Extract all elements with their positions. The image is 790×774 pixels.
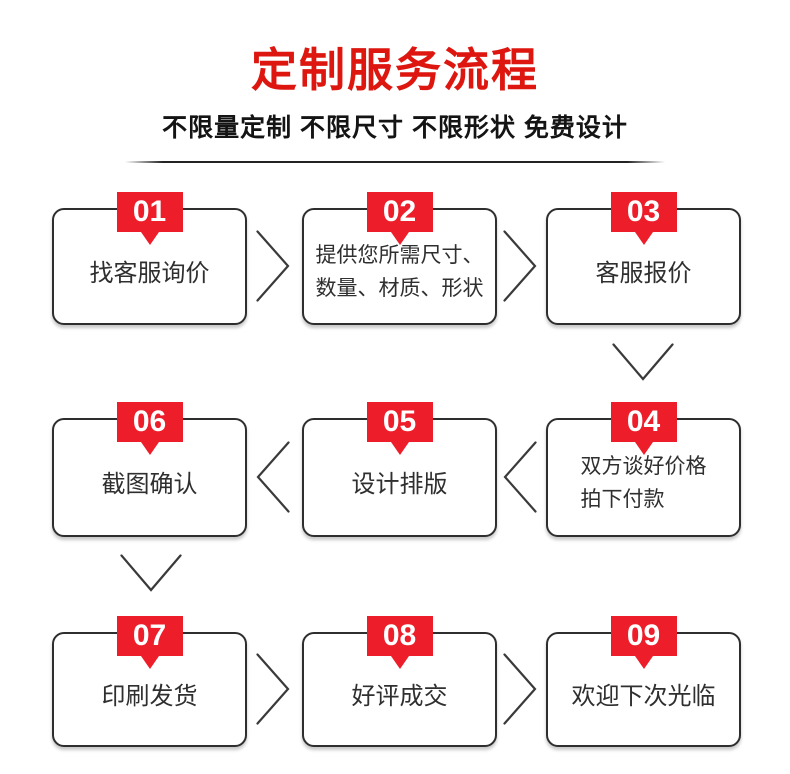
step-text: 设计排版 bbox=[352, 454, 448, 502]
step-text: 找客服询价 bbox=[90, 243, 210, 291]
divider-line bbox=[125, 161, 665, 163]
step-box-06: 06 截图确认 bbox=[52, 402, 247, 537]
step-text: 客服报价 bbox=[596, 243, 692, 291]
step-number: 07 bbox=[132, 619, 167, 652]
step-text: 欢迎下次光临 bbox=[572, 666, 716, 714]
step-box-05: 05 设计排版 bbox=[302, 402, 497, 537]
step-number-badge: 02 bbox=[366, 192, 433, 232]
step-number-badge: 07 bbox=[116, 616, 183, 656]
step-line: 找客服询价 bbox=[89, 259, 210, 287]
step-number: 08 bbox=[382, 619, 417, 652]
step-text: 双方谈好价格 拍下付款 bbox=[581, 439, 707, 516]
chevron-down-icon bbox=[120, 554, 182, 592]
step-line: 提供您所需尺寸、 bbox=[315, 243, 484, 267]
step-text: 截图确认 bbox=[102, 454, 198, 502]
step-box-07: 07 印刷发货 bbox=[52, 616, 247, 747]
step-number: 03 bbox=[626, 195, 661, 228]
step-box-08: 08 好评成交 bbox=[302, 616, 497, 747]
step-box-02: 02 提供您所需尺寸、 数量、材质、形状 bbox=[302, 192, 497, 325]
step-line: 欢迎下次光临 bbox=[571, 682, 716, 710]
chevron-left-icon bbox=[256, 441, 290, 513]
step-line: 设计排版 bbox=[351, 470, 448, 498]
chevron-down-icon bbox=[612, 343, 674, 381]
chevron-right-icon bbox=[503, 653, 537, 725]
step-number: 09 bbox=[626, 619, 661, 652]
step-line: 数量、材质、形状 bbox=[315, 276, 484, 300]
step-box-01: 01 找客服询价 bbox=[52, 192, 247, 325]
chevron-right-icon bbox=[256, 653, 290, 725]
step-line: 双方谈好价格 bbox=[580, 454, 707, 478]
chevron-left-icon bbox=[503, 441, 537, 513]
step-box-03: 03 客服报价 bbox=[546, 192, 741, 325]
step-text: 好评成交 bbox=[352, 666, 448, 714]
step-line: 印刷发货 bbox=[101, 682, 198, 710]
step-text: 印刷发货 bbox=[102, 666, 198, 714]
step-number-badge: 04 bbox=[610, 402, 677, 442]
page-subtitle: 不限量定制 不限尺寸 不限形状 免费设计 bbox=[162, 114, 628, 142]
step-number-badge: 06 bbox=[116, 402, 183, 442]
step-number-badge: 03 bbox=[610, 192, 677, 232]
step-box-04: 04 双方谈好价格 拍下付款 bbox=[546, 402, 741, 537]
step-number-badge: 09 bbox=[610, 616, 677, 656]
step-number-badge: 08 bbox=[366, 616, 433, 656]
step-number: 04 bbox=[626, 405, 661, 438]
step-text: 提供您所需尺寸、 数量、材质、形状 bbox=[316, 228, 484, 305]
step-line: 截图确认 bbox=[101, 470, 198, 498]
step-line: 客服报价 bbox=[595, 259, 692, 287]
chevron-right-icon bbox=[503, 230, 537, 302]
step-number: 01 bbox=[132, 195, 167, 228]
step-line: 拍下付款 bbox=[580, 487, 665, 511]
step-number: 05 bbox=[382, 405, 417, 438]
step-number: 02 bbox=[382, 195, 417, 228]
step-number-badge: 01 bbox=[116, 192, 183, 232]
step-number: 06 bbox=[132, 405, 167, 438]
page-title: 定制服务流程 bbox=[251, 44, 539, 96]
step-box-09: 09 欢迎下次光临 bbox=[546, 616, 741, 747]
step-number-badge: 05 bbox=[366, 402, 433, 442]
chevron-right-icon bbox=[256, 230, 290, 302]
step-line: 好评成交 bbox=[351, 682, 448, 710]
